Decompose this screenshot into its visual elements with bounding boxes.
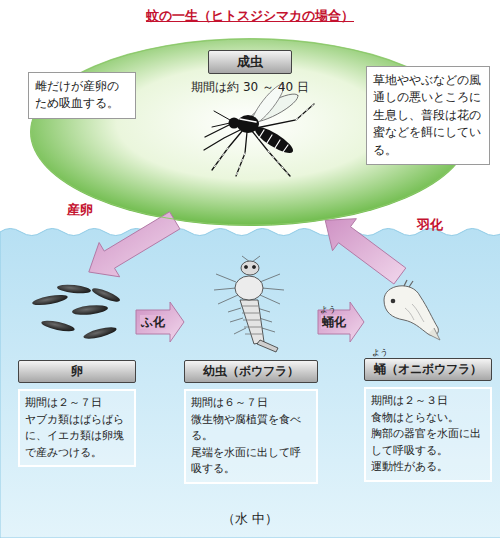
description-text: 期間は６～７日 [191, 395, 311, 412]
larva-figure [214, 256, 284, 352]
ruby-wrap: よう [320, 306, 336, 314]
egg-figures [32, 283, 122, 341]
callout-text: 雌だけが産卵のため吸血する。 [35, 78, 129, 113]
description-text: 運動性がある。 [371, 459, 485, 476]
ruby-text: よう [320, 306, 336, 314]
stage-header: 成虫 [208, 50, 292, 74]
arrow-label: 羽化 [417, 216, 443, 234]
description-text: 食物はとらない。 [371, 410, 485, 427]
title-wrap: 蚊の一生（ヒトスジシマカの場合） [0, 5, 500, 25]
description-text: ヤブカ類はばらばらに、イエカ類は卵塊で産みつける。 [25, 412, 129, 462]
edge-label-wrap: ふ化 [140, 315, 166, 329]
edge-label-wrap: 産卵 [67, 201, 93, 219]
edge-label-wrap: 羽化 [417, 216, 443, 234]
callout-node: 草地ややぶなどの風通しの悪いところに生息し、普段は花の蜜などを餌にしている。 [366, 66, 490, 165]
callout-node: 雌だけが産卵のため吸血する。 [28, 72, 136, 119]
mosquito-figure [204, 81, 314, 176]
description-text: 尾端を水面に出して呼吸する。 [191, 445, 311, 478]
stage-node: 幼虫（ボウフラ） 期間は６～７日微生物や腐植質を食べる。尾端を水面に出して呼吸する… [184, 256, 318, 484]
callout-text: 草地ややぶなどの風通しの悪いところに生息し、普段は花の蜜などを餌にしている。 [373, 72, 483, 159]
arrow-label: 産卵 [67, 201, 93, 219]
stage-header: 卵 [71, 364, 83, 378]
description-box: 期間は２～７日ヤブカ類はばらばらに、イエカ類は卵塊で産みつける。 [18, 389, 136, 467]
ruby-wrap: よう [372, 349, 388, 357]
water-node: （水 中）卵期間は２～７日ヤブカ類はばらばらに、イエカ類は卵塊で産みつける。幼虫… [0, 228, 500, 538]
description-text: 期間は２～７日 [25, 395, 129, 412]
ruby-text: よう [372, 349, 388, 357]
block-arrow [89, 212, 180, 277]
stage-node: 蛹（オニボウフラ） 期間は２～３日食物はとらない。胸部の器官を水面に出して呼吸する… [364, 276, 492, 482]
pupa-figure [384, 280, 440, 340]
arrow-label: 蛹化 [321, 315, 347, 329]
description-box: 期間は２～３日食物はとらない。胸部の器官を水面に出して呼吸する。運動性がある。 [364, 387, 492, 482]
description-text: 期間は２～３日 [371, 393, 485, 410]
header-box: 卵 [18, 360, 136, 383]
stage-header: 幼虫（ボウフラ） [203, 364, 299, 378]
water-ground [0, 229, 500, 538]
description-text: 微生物や腐植質を食べる。 [191, 412, 311, 445]
stage-header: 蛹（オニボウフラ） [374, 362, 482, 376]
block-arrow [318, 302, 364, 342]
diagram-title: 蚊の一生（ヒトスジシマカの場合） [146, 7, 354, 25]
stage-node: 卵期間は２～７日ヤブカ類はばらばらに、イエカ類は卵塊で産みつける。 [18, 272, 136, 467]
water-label-wrap: （水 中） [0, 508, 500, 528]
block-arrow [325, 219, 406, 284]
arrow-label: ふ化 [140, 315, 166, 329]
description-text: 胸部の器官を水面に出して呼吸する。 [371, 426, 485, 459]
block-arrow [136, 302, 184, 342]
description-box: 期間は６～７日微生物や腐植質を食べる。尾端を水面に出して呼吸する。 [184, 389, 318, 484]
header-box: 蛹（オニボウフラ） [364, 358, 492, 381]
edge-label-wrap: 蛹化 [321, 315, 347, 329]
water-label: （水 中） [222, 510, 278, 528]
header-box: 幼虫（ボウフラ） [184, 360, 318, 383]
